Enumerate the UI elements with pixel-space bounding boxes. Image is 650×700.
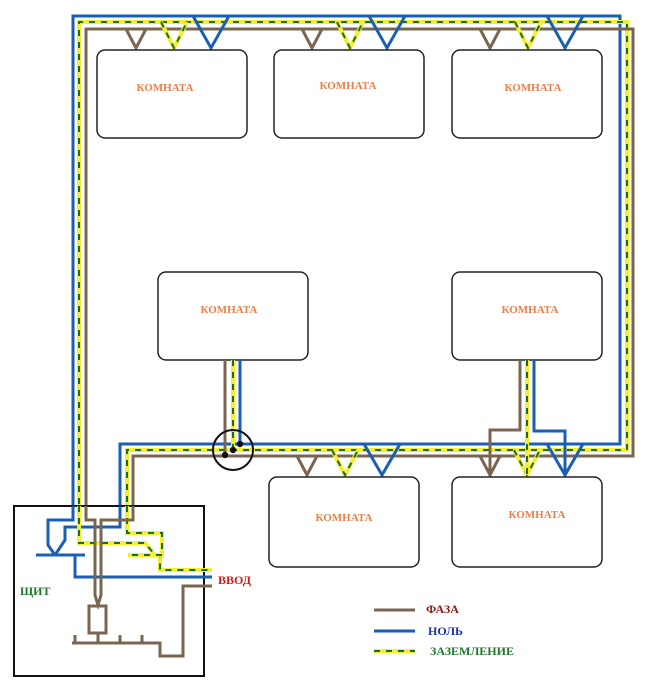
neutral-trunk xyxy=(71,14,622,520)
room-1: КОМНАТА xyxy=(96,49,248,139)
room-3-ground-tap-dash xyxy=(514,21,542,51)
room-3-phase-tap xyxy=(478,28,502,52)
room-taps xyxy=(124,15,585,480)
room-label: КОМНАТА xyxy=(320,80,377,92)
junction-box xyxy=(212,429,254,471)
legend-ground-label: ЗАЗЕМЛЕНИЕ xyxy=(430,644,514,658)
ground-trunk-dash xyxy=(78,21,628,528)
legend-ground: ЗАЗЕМЛЕНИЕ xyxy=(374,644,514,658)
input-label: ВВОД xyxy=(218,573,252,587)
room-3: КОМНАТА xyxy=(451,49,603,139)
room-6-ground-tap xyxy=(330,449,360,480)
room-label: КОМНАТА xyxy=(509,509,566,521)
legend-neutral-label: НОЛЬ xyxy=(428,624,463,638)
room-6-phase-tap xyxy=(295,455,319,479)
legend-phase: ФАЗА xyxy=(374,602,459,616)
distribution-panel: ЩИТ xyxy=(13,505,212,677)
room-1-ground-tap-dash xyxy=(160,21,188,51)
phase-trunk xyxy=(84,27,635,520)
room-feeds xyxy=(223,360,567,475)
room-6-ground-tap-dash xyxy=(331,449,359,478)
legend-phase-label: ФАЗА xyxy=(426,602,459,616)
room-1-neutral-tap xyxy=(191,15,231,52)
room-6-neutral-tap xyxy=(362,443,402,478)
rooms: КОМНАТА КОМНАТА КОМНАТА КОМНАТА КОМНАТА … xyxy=(96,49,603,568)
room-5: КОМНАТА xyxy=(451,271,603,361)
room-1-ground-tap xyxy=(159,21,189,53)
room-6: КОМНАТА xyxy=(268,476,420,568)
room-1-phase-tap xyxy=(124,28,148,52)
room-label: КОМНАТА xyxy=(137,82,194,94)
room-label: КОМНАТА xyxy=(316,512,373,524)
room-2: КОМНАТА xyxy=(273,49,425,139)
room-2-neutral-tap xyxy=(367,15,407,52)
room-2-ground-tap xyxy=(335,21,365,53)
room-label: КОМНАТА xyxy=(505,82,562,94)
legend-neutral: НОЛЬ xyxy=(374,624,463,638)
room-label: КОМНАТА xyxy=(201,304,258,316)
room-2-ground-tap-dash xyxy=(336,21,364,51)
room-4: КОМНАТА xyxy=(157,271,309,361)
panel-label: ЩИТ xyxy=(20,584,51,598)
room-3-ground-tap xyxy=(513,21,543,53)
trunk-wires xyxy=(71,14,635,528)
room-3-neutral-tap xyxy=(545,15,585,52)
room-label: КОМНАТА xyxy=(502,304,559,316)
room-2-phase-tap xyxy=(300,28,324,52)
legend: ФАЗА НОЛЬ ЗАЗЕМЛЕНИЕ xyxy=(374,602,514,658)
room-7: КОМНАТА xyxy=(451,476,603,568)
